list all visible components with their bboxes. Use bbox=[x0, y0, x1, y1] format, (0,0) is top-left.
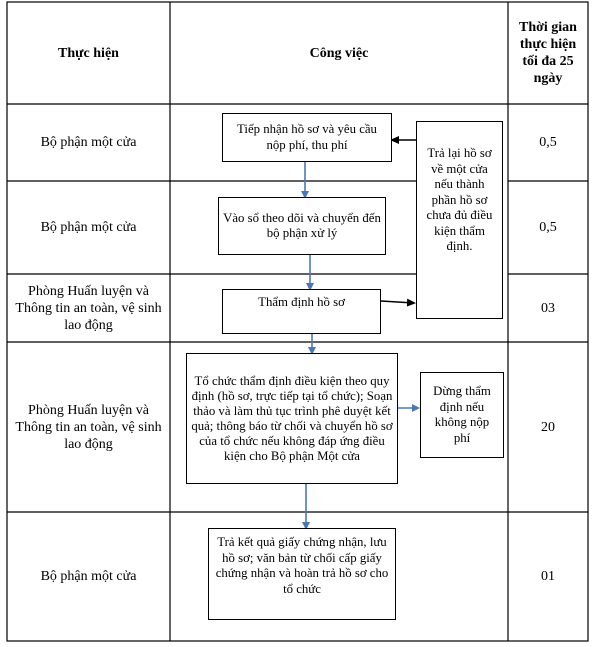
note-return-to-counter: Trả lại hồ sơ về một cửa nếu thành phần … bbox=[416, 121, 503, 319]
header-task: Công việc bbox=[309, 45, 369, 61]
header-actor: Thực hiện bbox=[58, 45, 119, 61]
step-appraise-box: Thẩm định hồ sơ bbox=[222, 289, 381, 334]
row-4-days: 20 bbox=[541, 419, 555, 435]
step-return-box: Trả kết quả giấy chứng nhận, lưu hồ sơ; … bbox=[208, 528, 396, 620]
step-log-box: Vào sổ theo dõi và chuyển đến bộ phận xử… bbox=[218, 197, 386, 255]
step-receive-box: Tiếp nhận hồ sơ và yêu cầu nộp phí, thu … bbox=[222, 113, 392, 162]
row-4-actor: Phòng Huấn luyện và Thông tin an toàn, v… bbox=[15, 402, 162, 452]
row-5-days: 01 bbox=[541, 569, 555, 584]
row-3-days: 03 bbox=[541, 300, 555, 316]
header-duration: Thời gian thực hiện tối đa 25 ngày bbox=[519, 20, 577, 86]
reject-arrow bbox=[380, 298, 416, 307]
note-stop-appraisal: Dừng thẩm định nếu không nộp phí bbox=[420, 372, 504, 458]
row-5-actor: Bộ phận một cửa bbox=[40, 569, 137, 584]
step-organize-box: Tổ chức thẩm định điều kiện theo quy địn… bbox=[186, 353, 398, 484]
row-1-days: 0,5 bbox=[539, 135, 557, 150]
table-border bbox=[6, 1, 589, 642]
row-2-days: 0,5 bbox=[539, 220, 557, 235]
row-3-actor: Phòng Huấn luyện và Thông tin an toàn, v… bbox=[15, 283, 162, 333]
row-1-actor: Bộ phận một cửa bbox=[40, 135, 137, 150]
row-2-actor: Bộ phận một cửa bbox=[40, 220, 137, 235]
